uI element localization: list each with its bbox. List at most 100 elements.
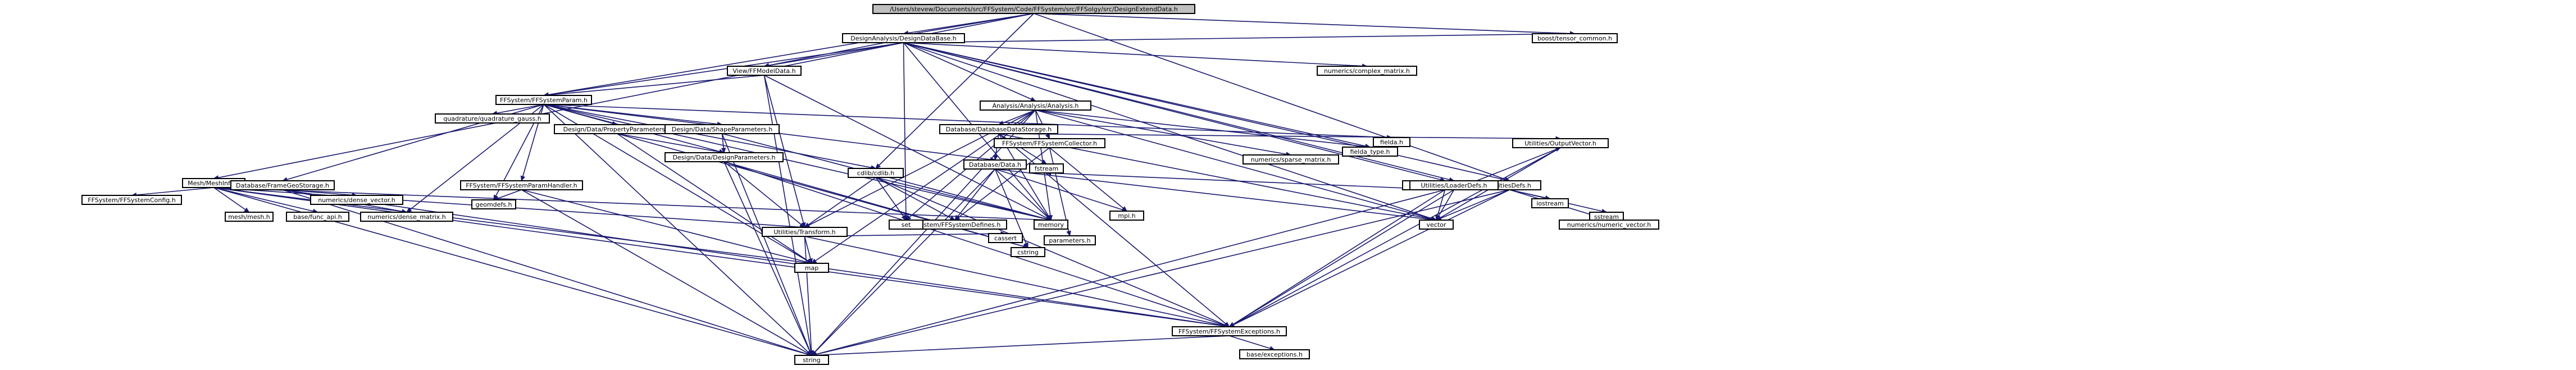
node-label: iostream [1536, 200, 1563, 207]
node-designprops[interactable]: Design/Data/PropertyParameters.h [554, 124, 680, 134]
node-utiloutput[interactable]: Utilities/OutputVector.h [1512, 138, 1609, 148]
node-utiltransform[interactable]: Utilities/Transform.h [762, 227, 848, 237]
edge-designparams-to-utiltransform [723, 161, 805, 228]
node-viewffmodel[interactable]: View/FFModelData.h [727, 66, 802, 76]
node-cdlib[interactable]: cdlib/cdlib.h [848, 168, 904, 178]
node-root[interactable]: /Users/stevew/Documents/src/FFSystem/Cod… [872, 4, 1195, 14]
edge-designanalysis-to-boostcommon [903, 31, 1576, 43]
node-box [1317, 66, 1417, 76]
node-label: numerics/complex_matrix.h [1324, 67, 1410, 75]
node-ffsystemparam[interactable]: FFSystem/FFSystemParam.h [495, 95, 592, 105]
node-set[interactable]: set [889, 220, 923, 230]
node-box [360, 212, 453, 222]
edge-cdlib-to-ffsysexceptions [875, 177, 1230, 327]
node-label: numerics/sparse_matrix.h [1251, 156, 1331, 163]
node-label: Database/FrameGeoStorage.h [236, 182, 329, 189]
node-numdense[interactable]: numerics/dense_vector.h [310, 195, 403, 205]
node-label: fielda.h [1380, 139, 1403, 146]
node-ffsysexceptions[interactable]: FFSystem/FFSystemExceptions.h [1172, 326, 1287, 336]
node-numericsmatrix[interactable]: numerics/complex_matrix.h [1317, 66, 1417, 76]
node-box [1011, 247, 1045, 257]
node-box [310, 195, 403, 205]
node-numsparse[interactable]: numerics/sparse_matrix.h [1243, 154, 1339, 165]
node-box [994, 138, 1105, 148]
node-mesh[interactable]: mesh/mesh.h [225, 212, 274, 222]
node-box [988, 233, 1023, 243]
node-label: FFSystem/FFSystemDefines.h [909, 221, 1001, 229]
edge-ffsysexceptions-to-baseexceptions [1229, 335, 1276, 351]
edge-designshape-to-string [721, 133, 812, 357]
node-cassert[interactable]: cassert [988, 233, 1023, 243]
node-label: fielda_type.h [1350, 148, 1390, 156]
node-baseexceptions[interactable]: base/exceptions.h [1239, 349, 1310, 359]
node-utilloaddefs[interactable]: Utilities/LoaderDefs.h [1409, 180, 1499, 190]
node-numdensemat[interactable]: numerics/dense_matrix.h [360, 212, 453, 222]
node-label: base/exceptions.h [1246, 351, 1303, 358]
node-quadrature[interactable]: quadrature/quadrature_gauss.h [435, 113, 550, 124]
node-ffparamsys[interactable]: FFSystem/FFSystemParamHandler.h [460, 180, 583, 190]
node-box [495, 95, 592, 105]
edge-root-to-boostcommon [1034, 13, 1576, 36]
node-label: /Users/stevew/Documents/src/FFSystem/Cod… [890, 6, 1178, 13]
node-parameters[interactable]: parameters.h [1044, 235, 1096, 245]
node-analysis[interactable]: Analysis/Analysis/Analysis.h [980, 101, 1091, 111]
node-box [665, 124, 780, 134]
node-box [230, 180, 335, 190]
node-label: Database/DatabaseDataStorage.h [946, 126, 1052, 133]
node-meshinfo[interactable]: Mesh/MeshInfo.h [182, 178, 245, 188]
node-dbdatastorage[interactable]: Database/DatabaseDataStorage.h [939, 124, 1058, 134]
edge-root-to-cdlib [875, 13, 1035, 169]
node-label: set [902, 221, 911, 229]
node-box [762, 227, 848, 237]
node-label: FFSystem/FFSystemParamHandler.h [466, 182, 577, 189]
node-box [1044, 235, 1096, 245]
edge-designparams-to-ffsysexceptions [723, 161, 1230, 328]
node-map[interactable]: map [794, 263, 829, 273]
node-cstring[interactable]: cstring [1011, 247, 1045, 257]
node-string[interactable]: string [794, 355, 829, 365]
node-label: cdlib/cdlib.h [857, 170, 894, 177]
edge-viewffmodel-to-string [763, 75, 813, 357]
node-ffsyscollector[interactable]: FFSystem/FFSystemCollector.h [994, 138, 1105, 148]
node-sstream[interactable]: sstream [1589, 212, 1624, 222]
node-datadata[interactable]: Database/Data.h [963, 159, 1027, 170]
node-ffsysdefs[interactable]: FFSystem/FFSystemDefines.h [903, 220, 1007, 230]
node-label: base/func_api.h [293, 213, 342, 221]
edge-datadata-to-ffsysdefs [954, 168, 996, 221]
node-designparams[interactable]: Design/Data/DesignParameters.h [665, 152, 784, 162]
node-fielda[interactable]: fielda.h [1373, 137, 1410, 147]
node-label: DesignAnalysis/DesignDataBase.h [850, 35, 957, 42]
edge-utiltransform-to-map [804, 236, 813, 264]
dependency-edges [131, 13, 1610, 358]
edge-analysis-to-numsparse [1035, 109, 1292, 157]
node-dbgeostorage[interactable]: Database/FrameGeoStorage.h [230, 180, 335, 190]
node-geomdefs[interactable]: geomdefs.h [471, 199, 516, 209]
node-box [1419, 220, 1454, 230]
node-fstream[interactable]: fstream [1029, 163, 1064, 173]
node-label: mpi.h [1118, 212, 1135, 220]
edge-designparams-to-string [723, 161, 812, 357]
node-fieldb[interactable]: fielda_type.h [1342, 147, 1398, 157]
node-box [1531, 198, 1569, 208]
node-box [1172, 326, 1287, 336]
node-box [939, 124, 1058, 134]
node-box [1532, 33, 1618, 43]
node-memory[interactable]: memory [1034, 220, 1068, 230]
node-label: Design/Data/PropertyParameters.h [563, 126, 671, 133]
node-vector[interactable]: vector [1419, 220, 1454, 230]
node-boostcommon[interactable]: boost/tensor_common.h [1532, 33, 1618, 43]
node-label: quadrature/quadrature_gauss.h [443, 115, 541, 122]
node-iostream[interactable]: iostream [1531, 198, 1569, 208]
node-mpi[interactable]: mpi.h [1109, 211, 1144, 221]
header-nodes: /Users/stevew/Documents/src/FFSystem/Cod… [81, 4, 1659, 365]
node-label: Mesh/MeshInfo.h [188, 180, 240, 187]
node-box [1243, 154, 1339, 165]
node-basefunc[interactable]: base/func_api.h [286, 212, 349, 222]
node-numeric-vec[interactable]: numerics/numeric_vector.h [1559, 220, 1659, 230]
edge-utilitiesdefs-to-ffsysexceptions [1228, 189, 1510, 327]
node-designanalysis[interactable]: DesignAnalysis/DesignDataBase.h [842, 33, 965, 43]
node-designshape[interactable]: Design/Data/ShapeParameters.h [665, 124, 780, 134]
node-label: memory [1038, 221, 1064, 229]
node-label: boost/tensor_common.h [1537, 35, 1612, 42]
node-ffsystemconfig[interactable]: FFSystem/FFSystemConfig.h [81, 195, 182, 205]
